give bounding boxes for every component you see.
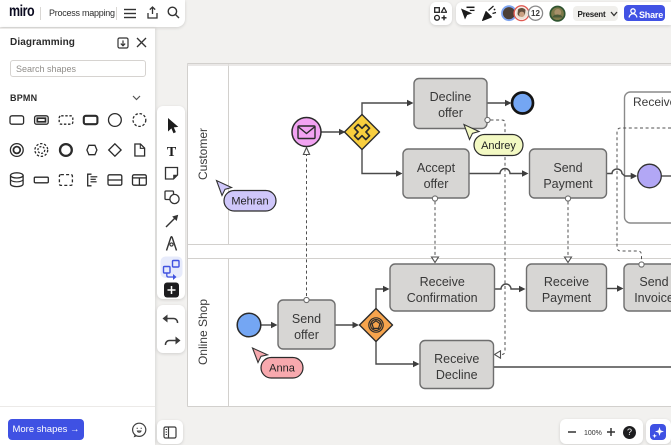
svg-text:Accept: Accept — [417, 161, 456, 175]
svg-text:Confirmation: Confirmation — [407, 291, 478, 305]
svg-text:T: T — [166, 145, 176, 160]
svg-text:offer: offer — [424, 177, 449, 191]
svg-text:offer: offer — [294, 328, 319, 342]
svg-text:offer: offer — [438, 106, 463, 120]
svg-text:Payment: Payment — [543, 177, 593, 191]
svg-text:100%: 100% — [584, 430, 602, 437]
svg-text:12: 12 — [531, 9, 540, 18]
svg-text:Anna: Anna — [269, 363, 296, 375]
svg-text:Send: Send — [292, 312, 321, 326]
svg-text:Decline: Decline — [430, 90, 472, 104]
svg-text:Payment: Payment — [542, 291, 592, 305]
svg-text:Receive: Receive — [420, 275, 465, 289]
svg-text:Invoice: Invoice — [634, 291, 671, 305]
svg-text:Receive: Receive — [434, 352, 479, 366]
svg-text:Online Shop: Online Shop — [196, 299, 210, 365]
svg-text:Customer: Customer — [196, 128, 210, 180]
svg-text:Decline: Decline — [436, 368, 478, 382]
svg-text:Receive: Receive — [544, 275, 589, 289]
svg-text:Send: Send — [553, 161, 582, 175]
svg-text:Andrey: Andrey — [481, 140, 516, 152]
svg-text:Receive Order: Receive Order — [633, 95, 671, 109]
svg-text:Mehran: Mehran — [231, 196, 268, 208]
svg-text:Send: Send — [639, 275, 668, 289]
